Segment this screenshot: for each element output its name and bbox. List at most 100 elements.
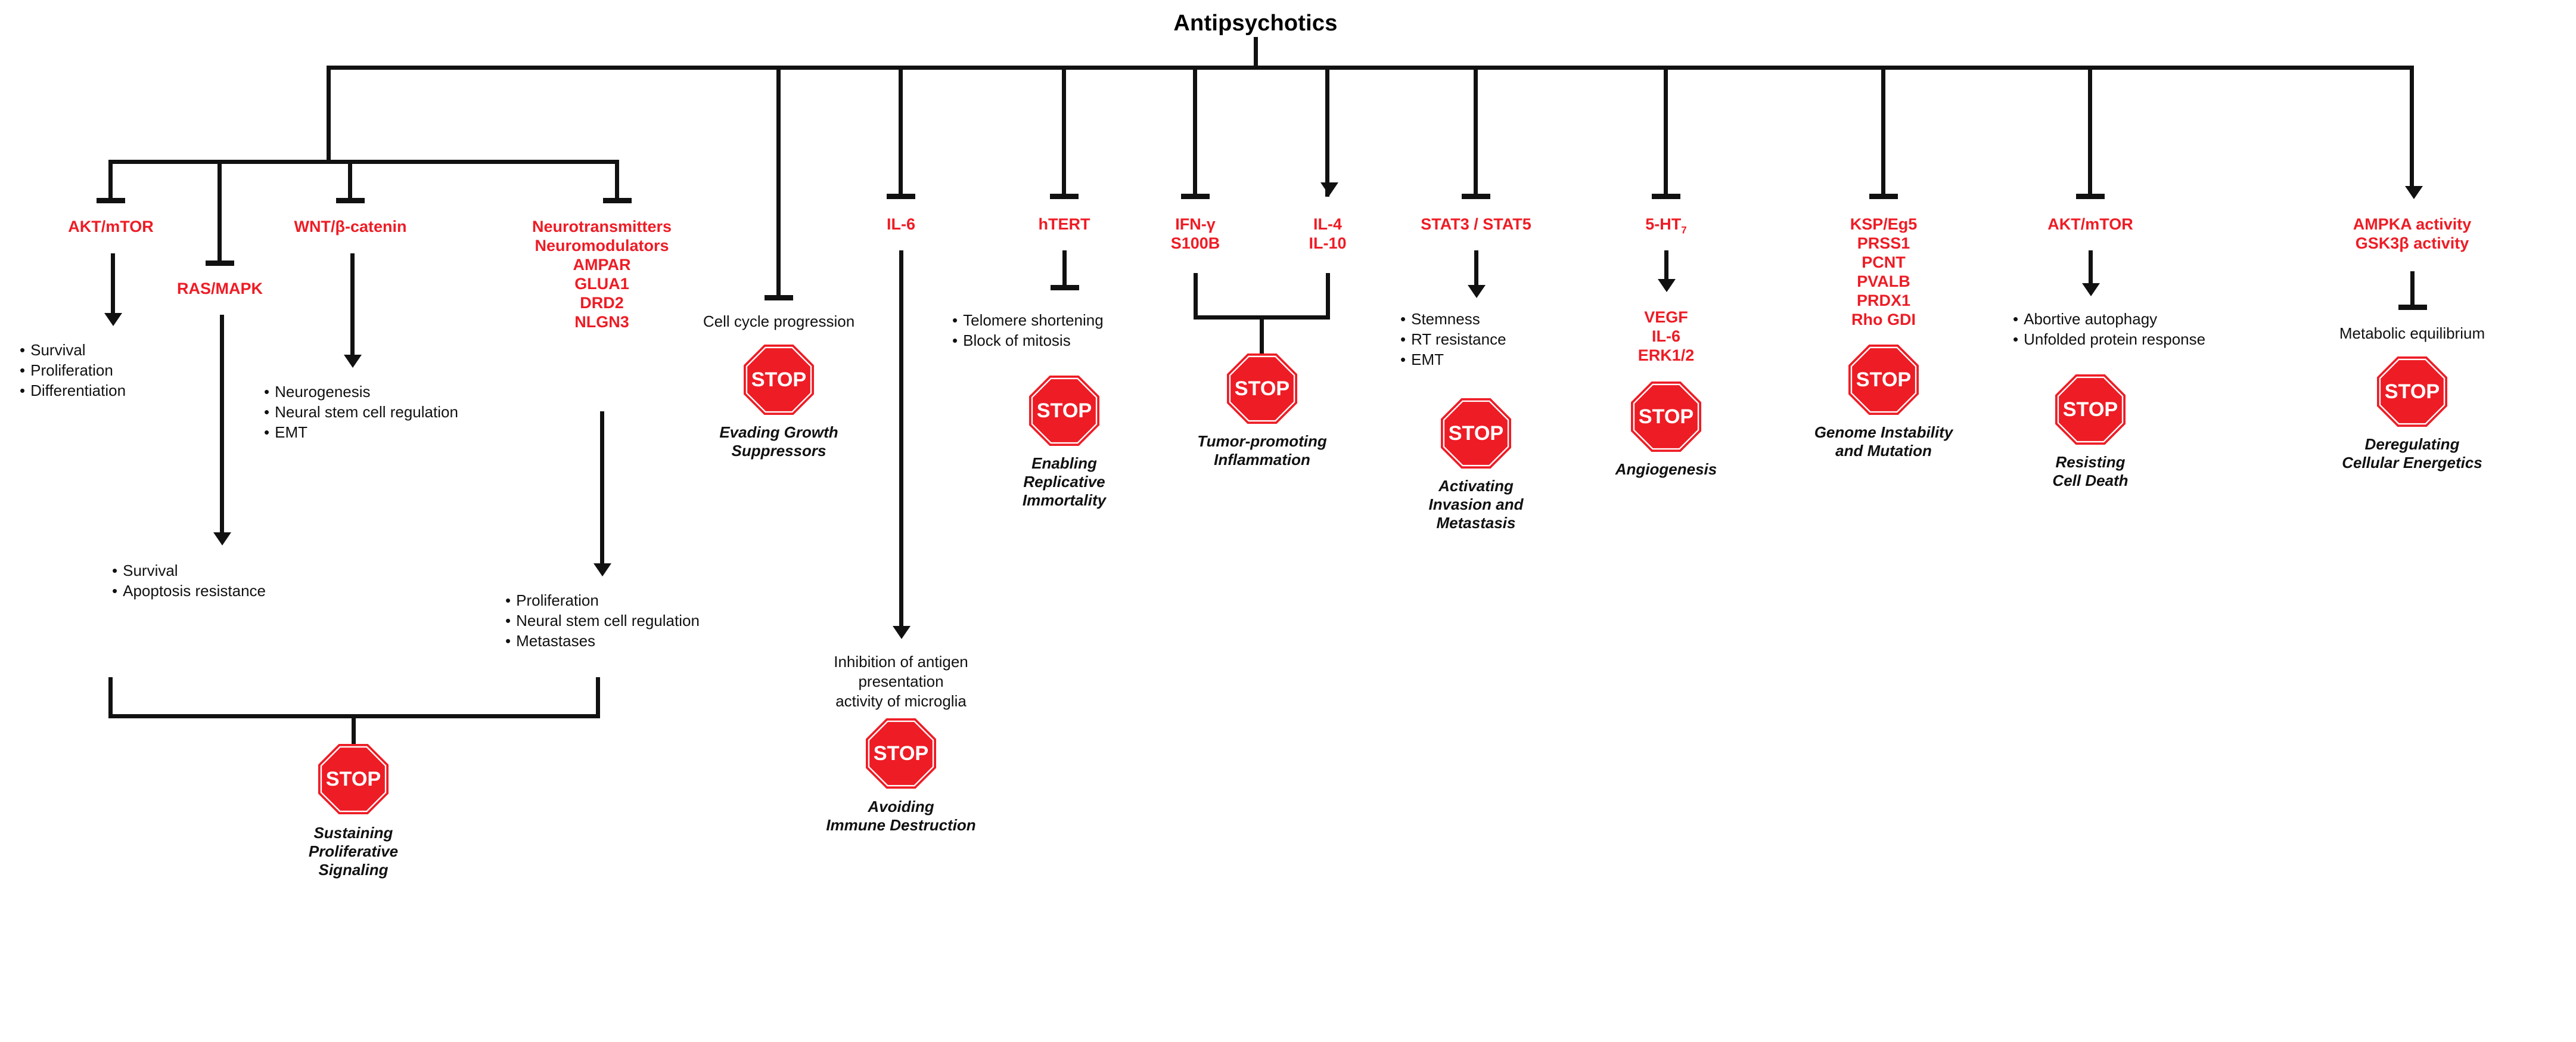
hallmark-caption-sustaining: Sustaining Proliferative Signaling	[309, 824, 398, 879]
hallmark-caption-evading: Evading Growth Suppressors	[719, 423, 838, 460]
caption-line: Enabling	[1031, 454, 1097, 472]
caption-line: Signaling	[318, 861, 389, 879]
node-label-htert: hTERT	[1038, 215, 1090, 233]
arrow-shaft-stat	[1474, 250, 1478, 287]
sustaining-stem	[352, 714, 356, 745]
stop-sign-icon: STOP	[1441, 398, 1511, 469]
stop-sign-icon: STOP	[866, 718, 936, 789]
drop-left-group	[327, 66, 331, 161]
down-arrow-icon	[1468, 285, 1486, 298]
arrow-shaft-rasmapk	[220, 315, 224, 535]
caption-line: Immortality	[1022, 491, 1107, 509]
svg-text:STOP: STOP	[326, 768, 381, 790]
node-label-il4: IL-4	[1313, 215, 1343, 233]
sustaining-right-riser	[596, 677, 600, 718]
effect-antigen-line2: presentation	[858, 672, 944, 690]
trunk-stem	[1254, 37, 1258, 66]
caption-line: Avoiding	[868, 798, 934, 815]
caption-line: Sustaining	[313, 824, 393, 842]
stop-sign-icon: STOP	[1029, 376, 1099, 446]
stop-sign-icon: STOP	[318, 744, 389, 814]
down-arrow-icon	[213, 532, 231, 545]
caption-line: Inflammation	[1214, 451, 1310, 469]
effect-list-htert: Telomere shortening Block of mitosis	[952, 310, 1104, 351]
arrow-shaft-5ht7	[1664, 250, 1668, 281]
node-label-akt-mtor-left: AKT/mTOR	[68, 218, 154, 235]
list-item: Stemness	[1400, 309, 1506, 329]
arrow-shaft-htert	[1062, 250, 1067, 287]
node-label-gsk3b: GSK3β activity	[2355, 234, 2469, 252]
hallmark-caption-invasion: Activating Invasion and Metastasis	[1429, 477, 1524, 532]
svg-text:STOP: STOP	[2063, 398, 2118, 421]
effect-list-wnt: Neurogenesis Neural stem cell regulation…	[264, 382, 458, 442]
stop-sign-icon: STOP	[2377, 356, 2447, 427]
node-label-prss1: PRSS1	[1857, 234, 1910, 252]
t-bar-inhibition-icon	[206, 260, 234, 266]
t-bar-inhibition-icon	[765, 295, 793, 300]
caption-line: Cellular Energetics	[2342, 454, 2482, 472]
caption-line: Metastasis	[1436, 514, 1516, 532]
drop-nt	[615, 160, 619, 201]
main-trunk	[327, 66, 2412, 70]
effect-antigen-line1: Inhibition of antigen	[834, 653, 968, 671]
stop-sign-icon: STOP	[1227, 353, 1297, 424]
drop-wnt	[348, 160, 352, 201]
page-title: Antipsychotics	[1173, 11, 1338, 36]
effect-metabolic-equilibrium: Metabolic equilibrium	[2339, 324, 2485, 342]
node-label-wnt: WNT/β-catenin	[294, 218, 407, 235]
t-bar-inhibition-icon	[887, 194, 915, 199]
hallmark-caption-resisting: Resisting Cell Death	[2052, 453, 2128, 490]
list-item: Proliferation	[20, 360, 126, 380]
effect-cell-cycle: Cell cycle progression	[703, 312, 855, 330]
down-arrow-icon	[2405, 186, 2423, 199]
node-label-s100b: S100B	[1170, 234, 1220, 252]
t-bar-inhibition-icon	[1051, 285, 1079, 290]
list-item: Survival	[112, 560, 266, 581]
drop-ampka	[2410, 66, 2414, 191]
drop-akt-left	[108, 160, 113, 201]
list-item: EMT	[1400, 349, 1506, 370]
svg-text:STOP: STOP	[751, 368, 807, 391]
hallmark-caption-angiogenesis: Angiogenesis	[1615, 460, 1717, 479]
down-arrow-icon	[1658, 279, 1676, 292]
node-label-nlgn3: NLGN3	[574, 313, 629, 331]
drop-akt-right	[2088, 66, 2092, 197]
merge-riser-right	[1326, 273, 1330, 320]
caption-line: Immune Destruction	[826, 816, 976, 834]
svg-text:STOP: STOP	[2385, 380, 2440, 403]
node-label-il6: IL-6	[886, 215, 916, 233]
subscript: 7	[1681, 224, 1687, 236]
drop-htert	[1062, 66, 1066, 197]
merge-riser-left	[1194, 273, 1198, 320]
node-label-rhogdi: Rho GDI	[1851, 311, 1916, 328]
caption-line: Evading Growth	[719, 423, 838, 441]
node-label-il10: IL-10	[1309, 234, 1347, 252]
list-item: Unfolded protein response	[2013, 329, 2205, 349]
node-label-erk: ERK1/2	[1637, 346, 1695, 364]
node-label-5ht7: 5-HT7	[1645, 215, 1686, 240]
node-label-stat: STAT3 / STAT5	[1421, 215, 1531, 233]
caption-line: Invasion and	[1428, 495, 1524, 513]
arrow-shaft-akt-left	[111, 253, 115, 316]
t-bar-inhibition-icon	[1652, 194, 1680, 199]
node-label-ifn-gamma: IFN-γ	[1175, 215, 1216, 233]
list-item: Metastases	[505, 631, 700, 651]
effect-list-akt-right: Abortive autophagy Unfolded protein resp…	[2013, 309, 2205, 349]
drop-ifng	[1193, 66, 1197, 197]
effect-list-neurotransmitters: Proliferation Neural stem cell regulatio…	[505, 590, 700, 651]
svg-text:STOP: STOP	[1856, 368, 1912, 391]
node-label-il6-downstream: IL-6	[1651, 327, 1681, 345]
list-item: Neurogenesis	[264, 382, 458, 402]
node-label-ras-mapk: RAS/MAPK	[176, 280, 263, 297]
node-label-ampar: AMPAR	[573, 256, 631, 274]
caption-line: and Mutation	[1835, 442, 1932, 460]
sustaining-left-riser	[108, 677, 113, 718]
t-bar-inhibition-icon	[336, 198, 365, 203]
svg-text:STOP: STOP	[874, 742, 929, 765]
svg-text:STOP: STOP	[1037, 399, 1092, 422]
node-label-glua1: GLUA1	[574, 275, 629, 293]
caption-line: Tumor-promoting	[1197, 432, 1327, 450]
effect-list-stat: Stemness RT resistance EMT	[1400, 309, 1506, 370]
arrow-shaft-nt	[600, 411, 604, 566]
drop-il6	[899, 66, 903, 197]
